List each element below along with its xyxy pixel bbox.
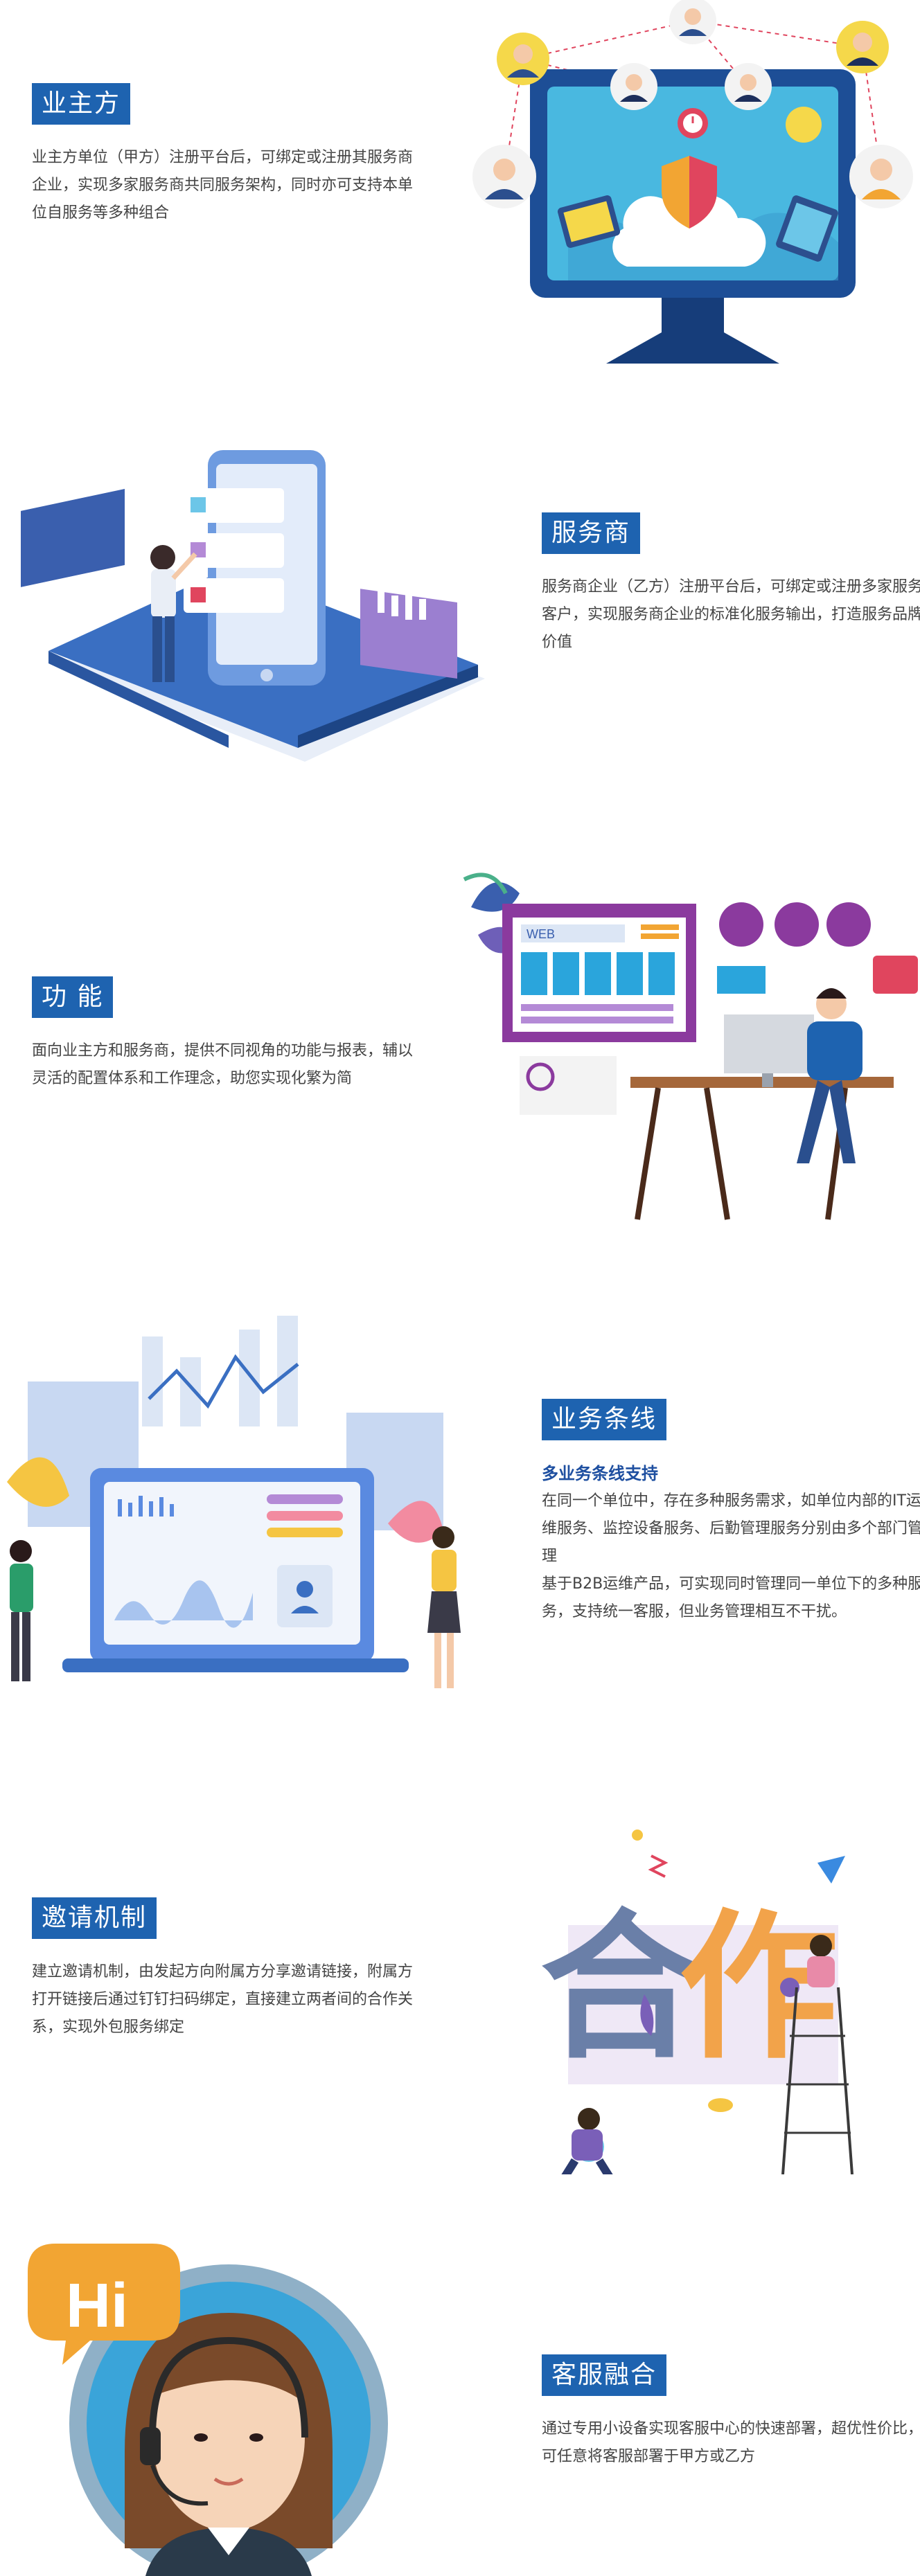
avatar-icon xyxy=(472,0,913,208)
business-lines-subtitle: 多业务条线支持 xyxy=(542,1464,658,1483)
web-label: WEB xyxy=(527,927,555,941)
provider-title: 服务商 xyxy=(542,512,641,554)
business-lines-text-block: 业务条线 多业务条线支持 在同一个单位中，存在多种服务需求，如单位内部的IT运维… xyxy=(542,1399,920,1626)
phone-platform-illustration xyxy=(21,450,485,762)
section-business-lines: 业务条线 多业务条线支持 在同一个单位中，存在多种服务需求，如单位内部的IT运维… xyxy=(0,1302,920,1717)
function-title: 功 能 xyxy=(32,976,114,1018)
owner-text-block: 业主方 业主方单位（甲方）注册平台后，可绑定或注册其服务商企业，实现多家服务商共… xyxy=(32,83,420,227)
business-lines-description: 在同一个单位中，存在多种服务需求，如单位内部的IT运维服务、监控设备服务、后勤管… xyxy=(542,1492,920,1565)
section-function: 功 能 面向业主方和服务商，提供不同视角的功能与报表，辅以灵活的配置体系和工作理… xyxy=(0,852,920,1240)
provider-text-block: 服务商 服务商企业（乙方）注册平台后，可绑定或注册多家服务客户，实现服务商企业的… xyxy=(542,512,920,656)
desk-workstation-illustration: WEB xyxy=(463,873,918,1220)
customer-service-title: 客服融合 xyxy=(542,2354,667,2396)
section-provider: 服务商 服务商企业（乙方）注册平台后，可绑定或注册多家服务客户，实现服务商企业的… xyxy=(0,402,920,789)
provider-description: 服务商企业（乙方）注册平台后，可绑定或注册多家服务客户，实现服务商企业的标准化服… xyxy=(542,578,920,651)
support-agent-illustration: Hi xyxy=(28,2244,388,2576)
customer-service-text-block: 客服融合 通过专用小设备实现客服中心的快速部署，超优性价比，可任意将客服部署于甲… xyxy=(542,2354,920,2471)
dashboard-illustration xyxy=(7,1316,461,1688)
function-description: 面向业主方和服务商，提供不同视角的功能与报表，辅以灵活的配置体系和工作理念，助您… xyxy=(32,1042,414,1087)
business-lines-title: 业务条线 xyxy=(542,1399,667,1440)
hi-bubble-text: Hi xyxy=(66,2271,128,2341)
invitation-text-block: 邀请机制 建立邀请机制，由发起方向附属方分享邀请链接，附属方打开链接后通过钉钉扫… xyxy=(32,1897,420,2041)
invitation-title: 邀请机制 xyxy=(32,1897,157,1939)
art-text-cooperate-1: 合 xyxy=(540,1899,700,2077)
section-customer-service: Hi 客服融合 通过专用小设备实现客服中心的快速部署，超优性价比，可任意将客服部… xyxy=(0,2216,920,2576)
customer-service-description: 通过专用小设备实现客服中心的快速部署，超优性价比，可任意将客服部署于甲方或乙方 xyxy=(542,2420,920,2465)
cooperation-illustration: 合 作 xyxy=(540,1830,853,2174)
invitation-description: 建立邀请机制，由发起方向附属方分享邀请链接，附属方打开链接后通过钉钉扫码绑定，直… xyxy=(32,1963,414,2036)
business-lines-description-2: 基于B2B运维产品，可实现同时管理同一单位下的多种服务，支持统一客服，但业务管理… xyxy=(542,1575,920,1620)
section-owner: 业主方 业主方单位（甲方）注册平台后，可绑定或注册其服务商企业，实现多家服务商共… xyxy=(0,0,920,388)
art-text-cooperate-2: 作 xyxy=(679,1899,838,2077)
owner-title: 业主方 xyxy=(32,83,131,125)
section-invitation: 邀请机制 建立邀请机制，由发起方向附属方分享邀请链接，附属方打开链接后通过钉钉扫… xyxy=(0,1800,920,2188)
function-text-block: 功 能 面向业主方和服务商，提供不同视角的功能与报表，辅以灵活的配置体系和工作理… xyxy=(32,976,420,1093)
owner-description: 业主方单位（甲方）注册平台后，可绑定或注册其服务商企业，实现多家服务商共同服务架… xyxy=(32,149,414,222)
monitor-network-illustration xyxy=(472,0,913,364)
